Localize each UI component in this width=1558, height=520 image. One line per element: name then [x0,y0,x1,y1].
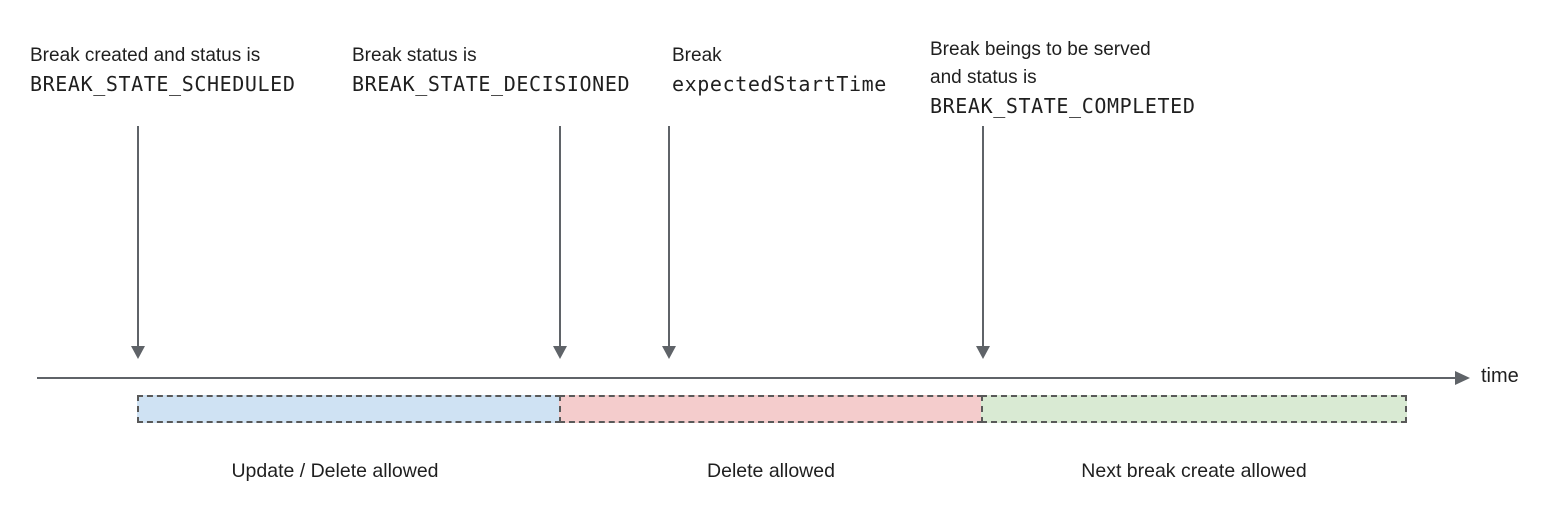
arrow-shaft [137,126,139,346]
annotation-break-decisioned: Break status is BREAK_STATE_DECISIONED [352,42,630,98]
arrow-head-down-icon [553,346,567,359]
arrow-shaft [559,126,561,346]
annotation-expected-start-time: Break expectedStartTime [672,42,887,98]
arrow-break-scheduled-icon [131,126,145,359]
annotation-field-code: expectedStartTime [672,72,887,96]
annotation-text: Break status is [352,45,477,66]
segment-update-delete-allowed [137,395,561,423]
annotation-state-code: BREAK_STATE_COMPLETED [930,94,1196,118]
segment-label-delete-allowed: Delete allowed [707,460,835,482]
arrow-head-down-icon [976,346,990,359]
arrow-shaft [982,126,984,346]
annotation-state-code: BREAK_STATE_DECISIONED [352,72,631,96]
segment-delete-allowed [559,395,983,423]
segment-label-next-break-create-allowed: Next break create allowed [1081,460,1307,482]
annotation-text: Break beings to be served [930,39,1151,60]
annotation-state-code: BREAK_STATE_SCHEDULED [30,72,296,96]
annotation-break-scheduled: Break created and status is BREAK_STATE_… [30,42,295,98]
segment-label-update-delete-allowed: Update / Delete allowed [231,460,439,482]
annotation-break-completed: Break beings to be served and status is … [930,36,1195,120]
time-axis-label: time [1481,365,1519,387]
annotation-text: Break [672,45,722,66]
arrow-break-completed-icon [976,126,990,359]
segment-next-break-create-allowed [981,395,1407,423]
arrow-break-decisioned-icon [553,126,567,359]
arrow-expected-start-time-icon [662,126,676,359]
arrow-head-down-icon [131,346,145,359]
arrow-head-down-icon [662,346,676,359]
timeline-axis [37,377,1456,379]
arrow-shaft [668,126,670,346]
annotation-text: and status is [930,67,1037,88]
timeline-arrowhead-right-icon [1455,371,1470,385]
annotation-text: Break created and status is [30,45,261,66]
